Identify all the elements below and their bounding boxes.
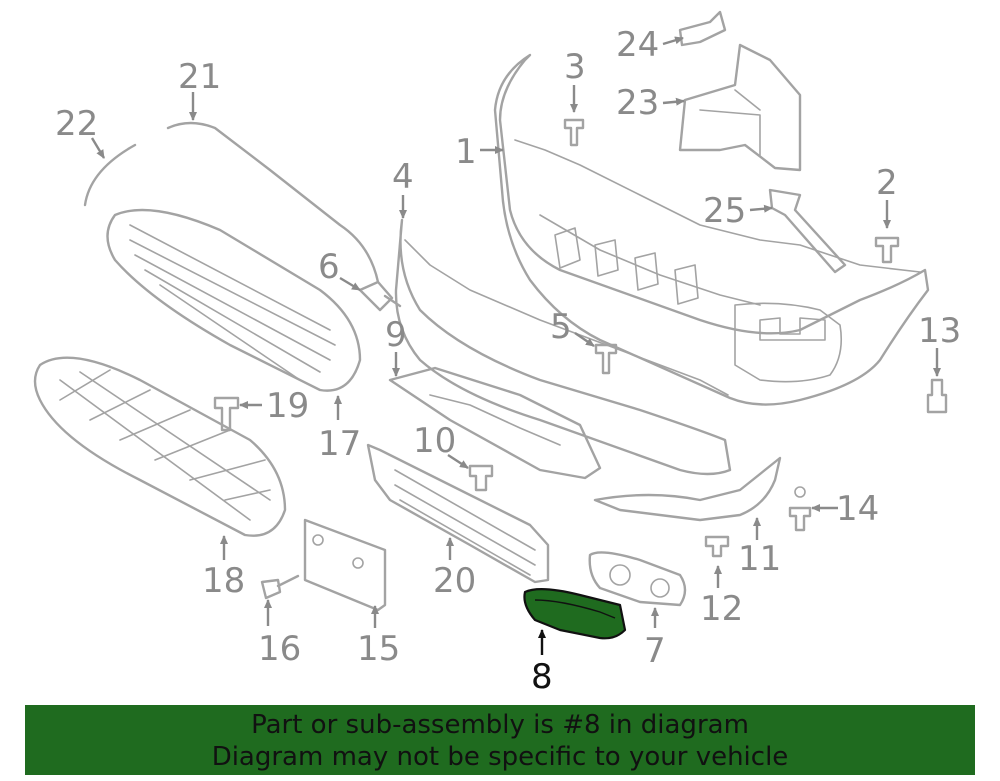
callout-4: 4 [392,157,414,197]
callout-18: 18 [202,561,245,601]
fastener-5-bolt [594,343,618,375]
part-7-fog-bezel [588,551,687,607]
part-24-clip [678,10,727,47]
part-8-selected-trim[interactable] [523,588,627,640]
fastener-19-clip [213,396,240,432]
leader-lines [90,36,941,655]
callout-2: 2 [876,163,898,203]
part-11-lip-spoiler [593,456,782,522]
callout-17: 17 [318,424,361,464]
callout-3: 3 [564,47,586,87]
part-23-bracket [678,43,802,172]
callout-23: 23 [616,83,659,123]
banner-line-2: Diagram may not be specific to your vehi… [211,742,789,772]
callout-14: 14 [836,489,879,529]
parts-diagram: 1 2 3 4 5 6 7 8 9 10 11 12 13 14 15 16 1… [33,10,961,697]
fastener-3-bolt [563,118,585,147]
fastener-16-bolt [260,574,300,600]
callout-24: 24 [616,25,659,65]
banner-line-1: Part or sub-assembly is #8 in diagram [251,710,749,740]
fastener-10-clip [468,464,494,492]
callout-19: 19 [266,386,309,426]
callout-22: 22 [55,104,98,144]
part-25-support [768,188,847,274]
callout-12: 12 [700,589,743,629]
callout-labels: 1 2 3 4 5 6 7 8 9 10 11 12 13 14 15 16 1… [55,25,961,697]
callout-21: 21 [178,57,221,97]
fastener-12-clip [704,535,730,558]
callout-6: 6 [318,247,340,287]
callout-8: 8 [531,657,553,697]
callout-10: 10 [413,421,456,461]
callout-7: 7 [644,631,666,671]
callout-25: 25 [703,191,746,231]
part-22-molding [83,143,137,207]
callout-20: 20 [433,561,476,601]
callout-16: 16 [258,629,301,669]
callout-13: 13 [918,311,961,351]
callout-15: 15 [357,629,400,669]
fastener-13-bolt [926,378,948,414]
part-20-grille-insert [366,443,550,584]
part-4-bumper-trim [394,218,732,476]
fastener-14-clip [788,486,812,532]
callout-9: 9 [385,315,407,355]
fastener-2-bolt [874,236,900,264]
part-6-clip [358,280,402,312]
callout-5: 5 [550,307,572,347]
part-15-plate-bracket [303,518,387,612]
info-banner: Part or sub-assembly is #8 in diagram Di… [25,705,975,775]
callout-1: 1 [455,132,477,172]
callout-11: 11 [738,539,781,579]
part-17-upper-grille [106,208,362,392]
part-18-lower-grille [33,356,287,537]
part-21-molding [166,121,380,284]
part-9-under-panel [388,366,602,480]
